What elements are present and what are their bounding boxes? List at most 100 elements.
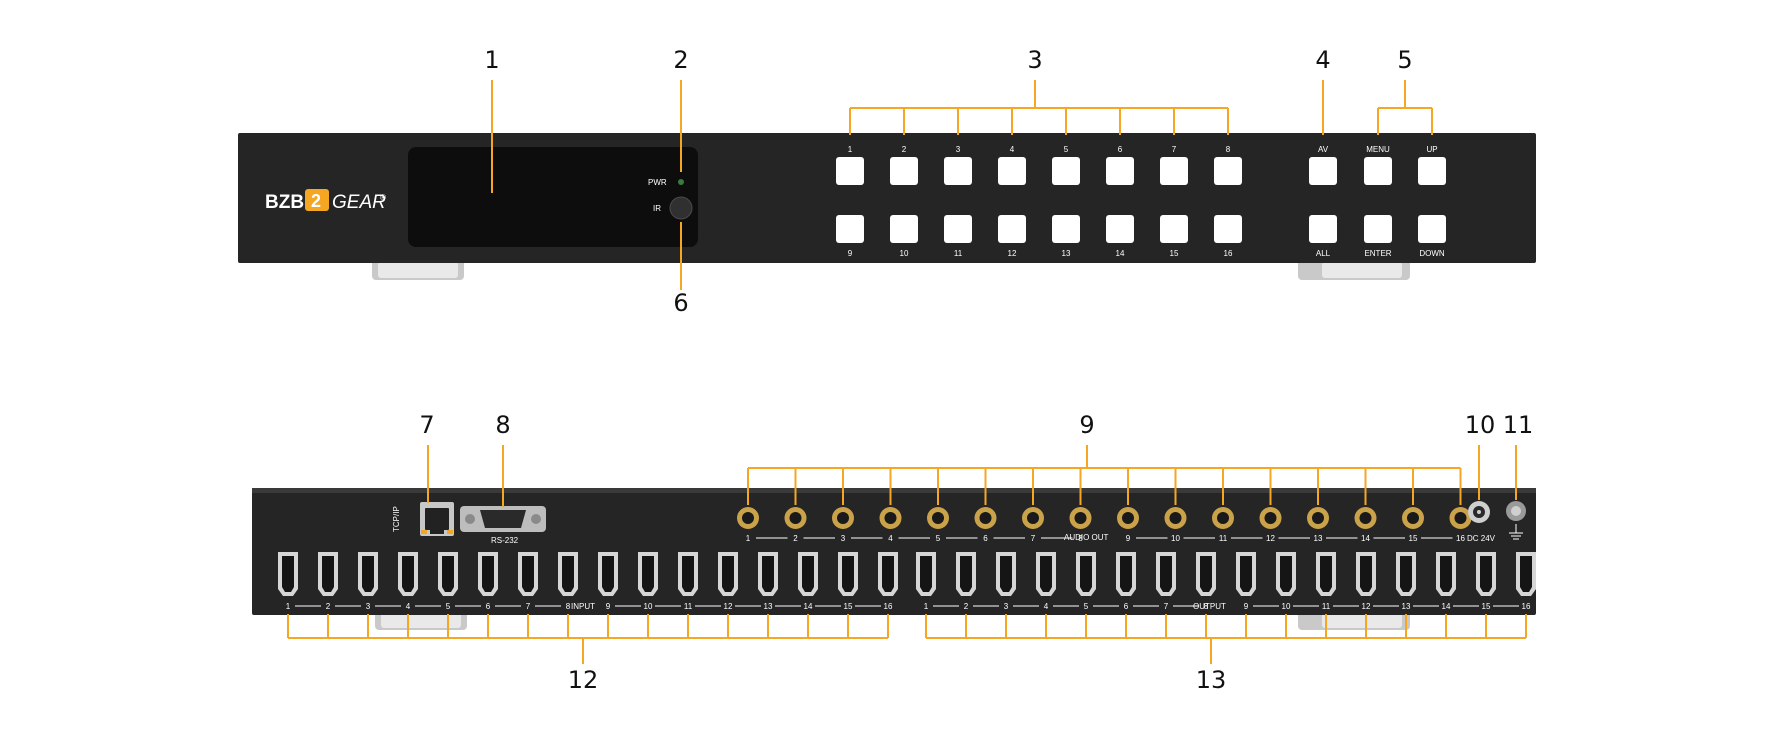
input-button-4[interactable]: 4 bbox=[998, 145, 1026, 185]
input-button-13-label: 13 bbox=[1062, 249, 1071, 258]
input-button-3[interactable]: 3 bbox=[944, 145, 972, 185]
input-number-14: 14 bbox=[804, 602, 813, 611]
lcd-display bbox=[408, 147, 698, 247]
front-callouts: 1 2 3 4 5 6 bbox=[484, 46, 1433, 317]
input-hdmi-port-11 bbox=[678, 552, 698, 596]
input-button-7[interactable]: 7 bbox=[1160, 145, 1188, 185]
input-number-2: 2 bbox=[326, 602, 331, 611]
input-button-6[interactable]: 6 bbox=[1106, 145, 1134, 185]
input-number-4: 4 bbox=[406, 602, 411, 611]
callout-2: 2 bbox=[673, 46, 688, 74]
power-led bbox=[678, 179, 684, 185]
output-hdmi-port-15 bbox=[1476, 552, 1496, 596]
output-number-15: 15 bbox=[1482, 602, 1491, 611]
bracket-9 bbox=[747, 445, 1462, 505]
input-number-10: 10 bbox=[644, 602, 653, 611]
output-number-6: 6 bbox=[1124, 602, 1129, 611]
ethernet-port bbox=[420, 502, 454, 536]
output-hdmi-port-8 bbox=[1196, 552, 1216, 596]
callout-5: 5 bbox=[1397, 46, 1412, 74]
audio-out-number-5: 5 bbox=[936, 534, 941, 543]
ir-label: IR bbox=[653, 204, 661, 213]
output-number-7: 7 bbox=[1164, 602, 1169, 611]
output-hdmi-port-10 bbox=[1276, 552, 1296, 596]
input-button-5[interactable]: 5 bbox=[1052, 145, 1080, 185]
brand-logo-suffix: GEAR bbox=[332, 192, 386, 213]
input-hdmi-port-6 bbox=[478, 552, 498, 596]
input-number-11: 11 bbox=[684, 602, 693, 611]
input-button-12-label: 12 bbox=[1008, 249, 1017, 258]
input-number-5: 5 bbox=[446, 602, 451, 611]
input-button-11[interactable]: 11 bbox=[944, 215, 972, 258]
output-number-9: 9 bbox=[1244, 602, 1249, 611]
input-button-14[interactable]: 14 bbox=[1106, 215, 1134, 258]
output-hdmi-port-16 bbox=[1516, 552, 1536, 596]
input-button-15[interactable]: 15 bbox=[1160, 215, 1188, 258]
input-hdmi-port-5 bbox=[438, 552, 458, 596]
input-number-1: 1 bbox=[286, 602, 291, 611]
output-number-8: 8 bbox=[1204, 602, 1209, 611]
input-button-3-label: 3 bbox=[956, 145, 961, 154]
input-button-2[interactable]: 2 bbox=[890, 145, 918, 185]
callout-7: 7 bbox=[419, 411, 434, 439]
callout-13: 13 bbox=[1196, 666, 1227, 694]
output-number-14: 14 bbox=[1442, 602, 1451, 611]
callout-12: 12 bbox=[568, 666, 599, 694]
rs232-port bbox=[460, 506, 546, 532]
audio-out-jack-7 bbox=[1022, 507, 1044, 529]
up-button[interactable]: UP bbox=[1418, 145, 1446, 185]
input-button-10[interactable]: 10 bbox=[890, 215, 918, 258]
input-number-13: 13 bbox=[764, 602, 773, 611]
input-button-9-label: 9 bbox=[848, 249, 853, 258]
input-button-6-label: 6 bbox=[1118, 145, 1123, 154]
input-number-15: 15 bbox=[844, 602, 853, 611]
input-button-1[interactable]: 1 bbox=[836, 145, 864, 185]
down-button[interactable]: DOWN bbox=[1418, 215, 1446, 258]
input-button-10-label: 10 bbox=[900, 249, 909, 258]
input-button-16[interactable]: 16 bbox=[1214, 215, 1242, 258]
all-button[interactable]: ALL bbox=[1309, 215, 1337, 258]
output-hdmi-port-5 bbox=[1076, 552, 1096, 596]
output-hdmi-port-2 bbox=[956, 552, 976, 596]
input-hdmi-port-12 bbox=[718, 552, 738, 596]
enter-button[interactable]: ENTER bbox=[1364, 215, 1392, 258]
audio-out-jack-15 bbox=[1402, 507, 1424, 529]
output-hdmi-port-4 bbox=[1036, 552, 1056, 596]
input-button-8[interactable]: 8 bbox=[1214, 145, 1242, 185]
callout-9: 9 bbox=[1079, 411, 1094, 439]
output-hdmi-port-12 bbox=[1356, 552, 1376, 596]
output-hdmi-port-1 bbox=[916, 552, 936, 596]
input-button-14-label: 14 bbox=[1116, 249, 1125, 258]
input-button-9[interactable]: 9 bbox=[836, 215, 864, 258]
input-button-5-label: 5 bbox=[1064, 145, 1069, 154]
output-number-5: 5 bbox=[1084, 602, 1089, 611]
input-button-8-label: 8 bbox=[1226, 145, 1231, 154]
bracket-13 bbox=[925, 614, 1527, 664]
menu-button[interactable]: MENU bbox=[1364, 145, 1392, 185]
audio-out-number-11: 11 bbox=[1219, 534, 1228, 543]
output-number-10: 10 bbox=[1282, 602, 1291, 611]
audio-out-jack-5 bbox=[927, 507, 949, 529]
av-button[interactable]: AV bbox=[1309, 145, 1337, 185]
up-button-label: UP bbox=[1426, 145, 1437, 154]
input-button-12[interactable]: 12 bbox=[998, 215, 1026, 258]
input-button-4-label: 4 bbox=[1010, 145, 1015, 154]
down-button-label: DOWN bbox=[1419, 249, 1445, 258]
audio-out-number-1: 1 bbox=[746, 534, 751, 543]
input-button-13[interactable]: 13 bbox=[1052, 215, 1080, 258]
output-number-2: 2 bbox=[964, 602, 969, 611]
av-button-label: AV bbox=[1318, 145, 1329, 154]
output-number-12: 12 bbox=[1362, 602, 1371, 611]
output-number-13: 13 bbox=[1402, 602, 1411, 611]
audio-out-jack-10 bbox=[1164, 507, 1187, 529]
output-number-3: 3 bbox=[1004, 602, 1009, 611]
input-number-7: 7 bbox=[526, 602, 531, 611]
callout-3: 3 bbox=[1027, 46, 1042, 74]
input-hdmi-port-7 bbox=[518, 552, 538, 596]
input-hdmi-port-14 bbox=[798, 552, 818, 596]
output-number-4: 4 bbox=[1044, 602, 1049, 611]
input-hdmi-port-4 bbox=[398, 552, 418, 596]
output-hdmi-port-7 bbox=[1156, 552, 1176, 596]
input-hdmi-port-15 bbox=[838, 552, 858, 596]
